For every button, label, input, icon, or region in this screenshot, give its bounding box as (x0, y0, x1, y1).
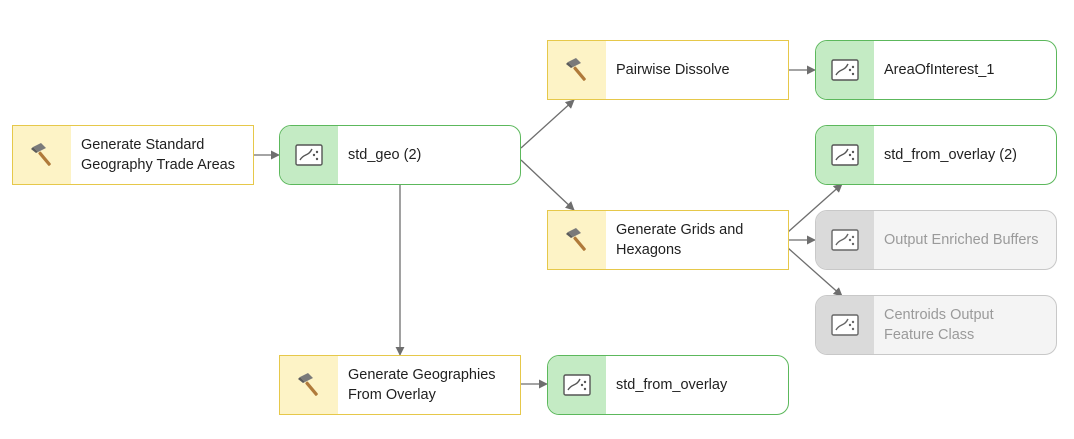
data-std-from-overlay[interactable]: std_from_overlay (547, 355, 789, 415)
hammer-icon (566, 58, 586, 81)
connector-std-geo-to-grids[interactable] (520, 159, 575, 211)
tool-pairwise-dissolve[interactable]: Pairwise Dissolve (547, 40, 789, 100)
tool-label: Generate Geographies From Overlay (348, 367, 496, 403)
tool-label: Pairwise Dissolve (616, 62, 730, 78)
tool-label: Generate Standard Geography Trade Areas (81, 137, 235, 173)
data-icon-box (548, 356, 606, 414)
data-label: AreaOfInterest_1 (884, 62, 995, 78)
data-icon-box (816, 41, 874, 99)
feature-class-icon (831, 229, 859, 251)
tool-icon-box (548, 211, 606, 269)
data-icon-box (816, 211, 874, 269)
data-icon-box (280, 126, 338, 184)
data-label: Centroids Output Feature Class (884, 307, 994, 343)
connector-std-geo-to-pairwise[interactable] (520, 99, 575, 149)
tool-generate-grids-and-hexagons[interactable]: Generate Grids and Hexagons (547, 210, 789, 270)
data-area-of-interest[interactable]: AreaOfInterest_1 (815, 40, 1057, 100)
data-icon-box (816, 296, 874, 354)
tool-label: Generate Grids and Hexagons (616, 222, 744, 258)
tool-icon-box (548, 41, 606, 99)
data-std-geo[interactable]: std_geo (2) (279, 125, 521, 185)
hammer-icon (31, 143, 51, 166)
data-std-from-overlay-2[interactable]: std_from_overlay (2) (815, 125, 1057, 185)
data-centroids-output-feature-class[interactable]: Centroids Output Feature Class (815, 295, 1057, 355)
tool-icon-box (13, 126, 71, 184)
hammer-icon (566, 228, 586, 251)
tool-icon-box (280, 356, 338, 414)
feature-class-icon (831, 59, 859, 81)
feature-class-icon (295, 144, 323, 166)
data-output-enriched-buffers[interactable]: Output Enriched Buffers (815, 210, 1057, 270)
data-label: std_geo (2) (348, 147, 422, 163)
hammer-icon (298, 373, 318, 396)
feature-class-icon (563, 374, 591, 396)
data-label: std_from_overlay (2) (884, 147, 1017, 163)
data-label: std_from_overlay (616, 377, 728, 393)
tool-generate-standard-geography-trade-areas[interactable]: Generate Standard Geography Trade Areas (12, 125, 254, 185)
feature-class-icon (831, 144, 859, 166)
tool-generate-geographies-from-overlay[interactable]: Generate Geographies From Overlay (279, 355, 521, 415)
feature-class-icon (831, 314, 859, 336)
data-label: Output Enriched Buffers (884, 232, 1039, 248)
data-icon-box (816, 126, 874, 184)
